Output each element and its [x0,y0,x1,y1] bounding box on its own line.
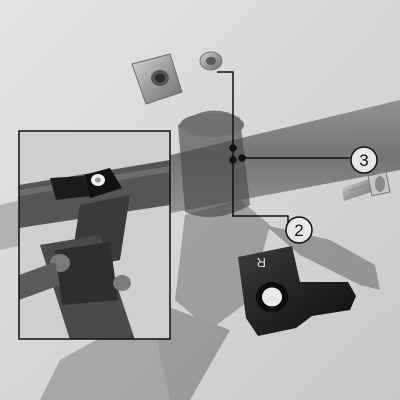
square-nut-icon [131,53,183,105]
washer-icon [199,51,223,71]
bolt-icon [342,171,391,201]
inset-detail-panel [18,130,171,340]
callout-2: 2 [285,216,313,244]
adapter-clamp-icon: R [238,246,356,336]
callout-3-label: 3 [359,151,368,170]
callout-2-label: 2 [294,221,303,240]
callout-3: 3 [350,146,378,174]
clamp-marking: R [257,255,266,270]
bar-clamp-ghost [178,110,250,218]
